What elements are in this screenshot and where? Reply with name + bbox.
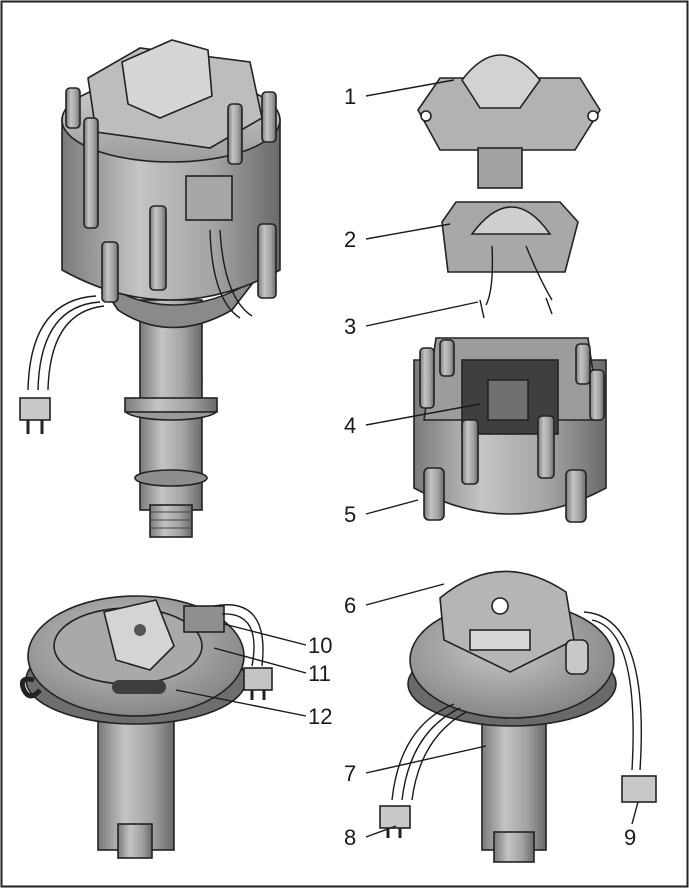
callout-6: 6 bbox=[344, 593, 356, 618]
callout-9: 9 bbox=[624, 825, 636, 850]
pickup-plate-assembly-right bbox=[379, 570, 657, 863]
connector-pins bbox=[26, 420, 44, 434]
lower-collar bbox=[134, 469, 208, 487]
callout-2: 2 bbox=[344, 227, 356, 252]
pickup-wires bbox=[27, 295, 105, 391]
callout-12: 12 bbox=[308, 704, 332, 729]
callout-1: 1 bbox=[344, 84, 356, 109]
cap-wire bbox=[209, 229, 253, 319]
callout-4: 4 bbox=[344, 413, 356, 438]
part-4-5-distributor-cap bbox=[413, 337, 607, 523]
callout-8: 8 bbox=[344, 825, 356, 850]
shaft-collar-band bbox=[124, 397, 218, 413]
gear-teeth bbox=[150, 511, 192, 529]
part-3-coil-leads bbox=[479, 297, 553, 319]
cap-terminal-towers bbox=[65, 87, 277, 303]
coil-cover-ridge bbox=[121, 39, 213, 119]
callout-labels: 1 2 3 4 5 6 7 8 9 10 11 12 bbox=[308, 84, 636, 850]
coil-connector-block bbox=[185, 175, 233, 221]
callout-3: 3 bbox=[344, 314, 356, 339]
retaining-clip bbox=[19, 676, 42, 699]
pickup-plate-assembly-left bbox=[19, 595, 273, 859]
part-1-coil-cover bbox=[417, 54, 601, 189]
callout-5: 5 bbox=[344, 502, 356, 527]
callout-7: 7 bbox=[344, 761, 356, 786]
callout-10: 10 bbox=[308, 633, 332, 658]
pickup-module bbox=[183, 605, 225, 633]
vacuum-slot bbox=[112, 680, 166, 694]
assembled-distributor bbox=[19, 39, 281, 538]
leader-lines bbox=[175, 79, 639, 838]
callout-11: 11 bbox=[308, 661, 331, 686]
drive-gear bbox=[149, 504, 193, 538]
pickup-connector bbox=[19, 397, 51, 421]
part-2-ignition-coil bbox=[441, 201, 579, 306]
